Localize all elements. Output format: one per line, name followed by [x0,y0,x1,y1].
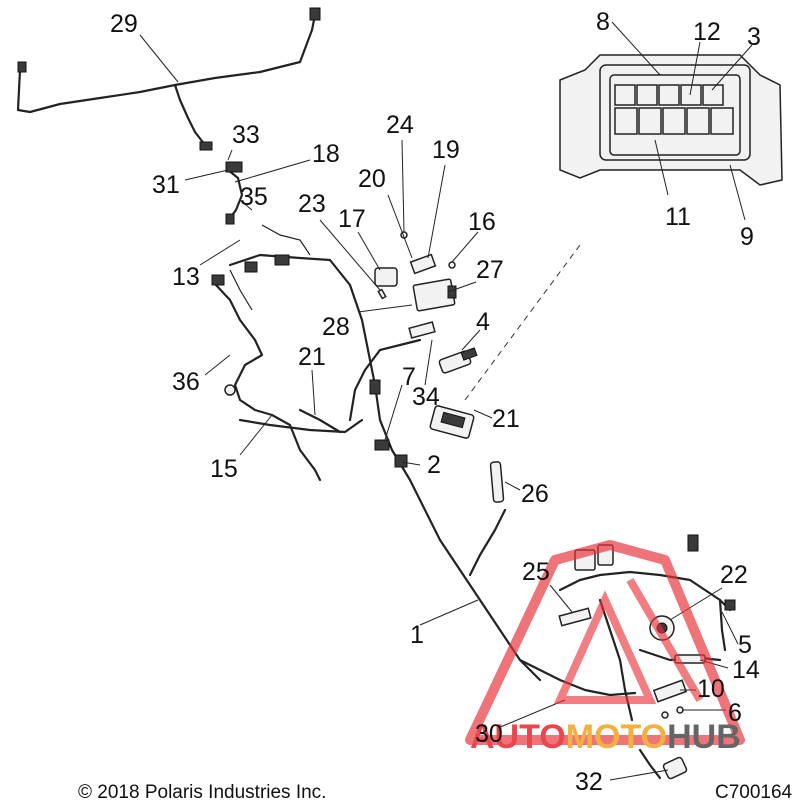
callout-25: 25 [522,558,550,586]
callout-11: 11 [665,203,691,231]
callout-6: 6 [728,699,742,727]
callout-12: 12 [693,18,721,46]
callout-1: 1 [410,621,424,649]
callout-34: 34 [412,383,440,411]
harness-part-29 [16,7,321,151]
callout-35: 35 [240,183,268,211]
callout-28: 28 [322,313,350,341]
callout-5: 5 [738,631,752,659]
callout-9: 9 [740,223,754,251]
relay-box-inset [559,21,783,221]
callout-31: 31 [152,171,180,199]
callout-33: 33 [232,121,260,149]
callout-19: 19 [432,136,460,164]
relay-grid [614,84,734,135]
callout-2: 2 [427,451,441,479]
bracket-part-26 [489,461,505,503]
module-cluster [374,231,457,339]
callout-3: 3 [747,23,761,51]
module-part-4 [438,347,478,374]
callout-22: 22 [720,561,748,589]
callout-10: 10 [697,675,725,703]
watermark-hub: HUB [667,718,741,756]
watermark-text: AUTOMOTOHUB [470,718,741,756]
callout-29: 29 [110,10,138,38]
callout-14: 14 [732,656,760,684]
callout-15: 15 [210,455,238,483]
copyright-text: © 2018 Polaris Industries Inc. [78,782,326,800]
callout-27: 27 [476,256,504,284]
callout-30: 30 [475,720,503,748]
callout-21-lower: 21 [492,405,520,433]
callout-36: 36 [172,368,200,396]
automotohub-watermark: AUTOMOTOHUB [465,540,745,756]
callout-20: 20 [358,165,386,193]
callout-24: 24 [386,111,414,139]
callout-23: 23 [298,190,326,218]
watermark-moto: MOTO [566,718,667,756]
callout-8: 8 [596,8,610,36]
harness-part-31 [225,161,244,225]
module-part-34 [429,405,475,439]
callout-21-upper: 21 [298,343,326,371]
callout-labels: 29 33 18 31 35 24 19 20 23 17 16 13 27 2… [110,8,761,796]
callout-13: 13 [172,263,200,291]
watermark-auto: AUTO [470,718,566,756]
callout-26: 26 [521,480,549,508]
callout-17: 17 [338,205,366,233]
main-harness [211,224,542,682]
drawing-number: C700164 [715,782,793,800]
callout-32: 32 [575,768,603,796]
callout-16: 16 [468,208,496,236]
callout-4: 4 [476,308,490,336]
callout-7: 7 [402,363,416,391]
callout-18: 18 [312,140,340,168]
